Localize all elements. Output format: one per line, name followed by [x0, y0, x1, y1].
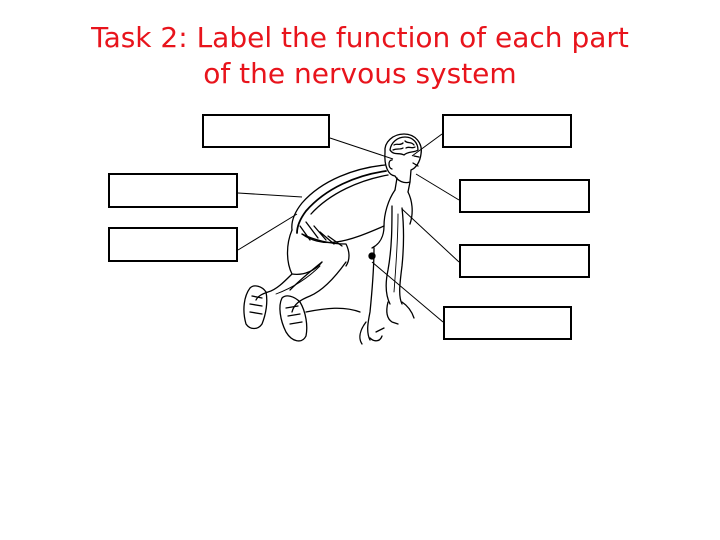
page-title: Task 2: Label the function of each part …	[0, 20, 720, 92]
back-arm	[367, 247, 375, 341]
peripheral-nerve-leg	[275, 265, 321, 295]
torso-front	[301, 225, 385, 244]
face-detail	[412, 155, 420, 167]
front-hand	[386, 301, 415, 325]
spinal-cord-inner	[310, 174, 389, 215]
ear	[388, 159, 393, 170]
leader-lines	[237, 133, 460, 323]
label-box-left-2[interactable]	[108, 227, 238, 262]
pelvic-nerves	[299, 221, 343, 247]
front-arm	[385, 205, 405, 305]
label-box-top-left[interactable]	[202, 114, 330, 148]
leader-line-left-1	[237, 192, 303, 198]
front-shoe-laces	[285, 305, 303, 325]
leader-line-right-2	[401, 208, 460, 263]
front-shoe	[279, 295, 308, 342]
label-box-right-1[interactable]	[459, 179, 590, 213]
knee-marker	[368, 252, 376, 260]
neck	[394, 177, 411, 193]
athlete-figure	[243, 133, 422, 345]
brain-folds	[392, 140, 416, 151]
spinal-cord	[296, 170, 387, 234]
leader-line-top-right	[411, 133, 443, 157]
leader-line-left-2	[237, 213, 298, 251]
leader-line-right-1	[415, 173, 460, 201]
label-box-top-right[interactable]	[442, 114, 572, 148]
torso-back	[291, 164, 386, 231]
brain	[389, 136, 419, 156]
back-shoe	[243, 285, 268, 330]
peripheral-nerve-arm	[393, 213, 399, 293]
title-line-1: Task 2: Label the function of each part	[91, 21, 629, 54]
back-shoe-laces	[249, 295, 263, 315]
front-thigh	[291, 261, 347, 313]
leader-line-top-left	[329, 137, 394, 160]
title-line-2: of the nervous system	[203, 57, 517, 90]
label-box-left-1[interactable]	[108, 173, 238, 208]
back-hand	[359, 321, 385, 345]
label-box-right-2[interactable]	[459, 244, 590, 278]
label-box-right-3[interactable]	[443, 306, 572, 340]
leader-line-right-3	[371, 261, 444, 323]
front-shin	[289, 261, 361, 313]
